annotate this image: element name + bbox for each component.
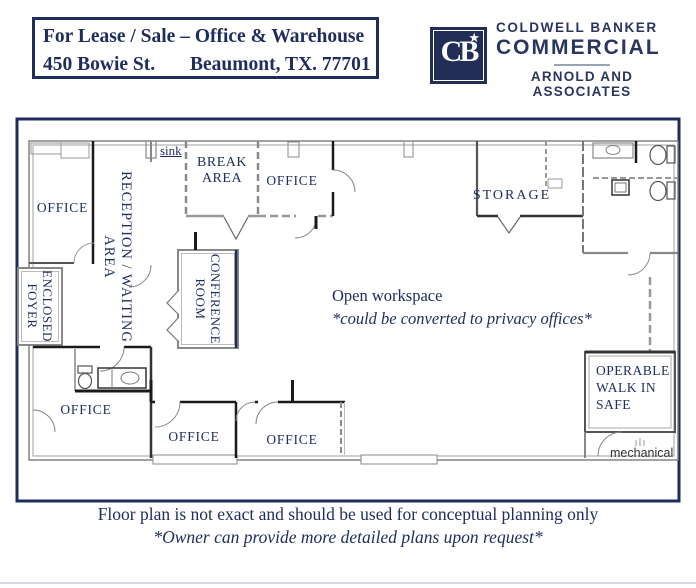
break-area-label: BREAK AREA bbox=[197, 155, 247, 186]
open-workspace-label: Open workspace bbox=[332, 286, 443, 305]
lease-header-box: For Lease / Sale – Office & Warehouse 45… bbox=[32, 17, 379, 79]
walk-in-safe-label: OPERABLE WALK IN SAFE bbox=[596, 363, 670, 412]
sink-label: sink bbox=[160, 143, 182, 158]
logo-text-block: COLDWELL BANKER COMMERCIAL ARNOLD AND AS… bbox=[496, 20, 668, 99]
reception-waiting-label: RECEPTION / WAITING AREA bbox=[101, 171, 134, 343]
brand-name: COLDWELL BANKER bbox=[496, 20, 658, 35]
mechanical-label: mechanical bbox=[610, 446, 674, 460]
cb-monogram: CB bbox=[440, 35, 480, 68]
office-bottom-mid2-label: OFFICE bbox=[266, 432, 318, 447]
city-address: Beaumont, TX. 77701 bbox=[190, 54, 371, 75]
agency-name-line2: ASSOCIATES bbox=[532, 83, 632, 99]
storage-label: STORAGE bbox=[472, 188, 552, 203]
agency-name-line1: ARNOLD AND bbox=[530, 68, 634, 84]
brand-commercial: COMMERCIAL bbox=[496, 36, 661, 59]
lease-title: For Lease / Sale – Office & Warehouse bbox=[43, 26, 365, 47]
open-workspace-note: *could be converted to privacy offices* bbox=[332, 309, 592, 328]
page-bottom-edge bbox=[0, 582, 696, 584]
coldwell-banker-logo: CB ★ bbox=[430, 27, 487, 84]
street-address: 450 Bowie St. bbox=[43, 54, 156, 75]
office-top-middle-label: OFFICE bbox=[266, 173, 318, 188]
address-line: 450 Bowie St. Beaumont, TX. 77701 bbox=[43, 51, 376, 79]
office-top-left-label: OFFICE bbox=[36, 200, 89, 215]
star-icon: ★ bbox=[468, 31, 480, 46]
logo-divider bbox=[554, 64, 610, 66]
conference-room-label: CONFERENCE ROOM bbox=[193, 253, 223, 345]
office-bottom-mid1-label: OFFICE bbox=[168, 429, 220, 444]
footer-disclaimer: Floor plan is not exact and should be us… bbox=[97, 504, 599, 524]
footer-note: *Owner can provide more detailed plans u… bbox=[153, 527, 543, 547]
office-bottom-left-label: OFFICE bbox=[60, 402, 112, 417]
enclosed-foyer-label: ENCLOSED FOYER bbox=[25, 270, 55, 342]
